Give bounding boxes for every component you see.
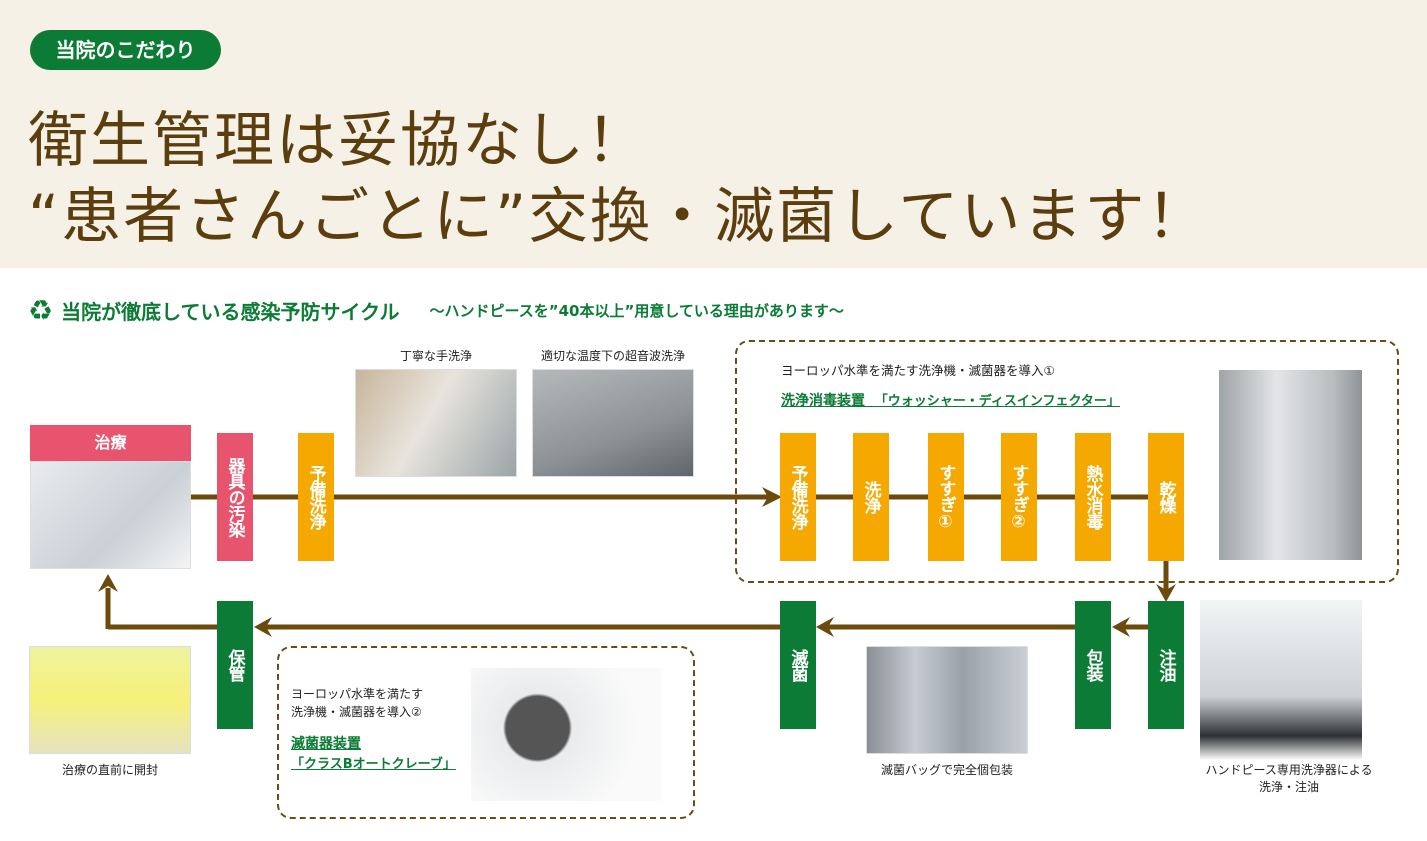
sterilizer-intro-line1: ヨーロッパ水準を満たす [291, 687, 424, 701]
page-title-line1: 衛生管理は妥協なし！ [28, 106, 648, 176]
step-oiling: 注油 [1148, 601, 1184, 729]
caption-open: 治療の直前に開封 [61, 763, 158, 777]
washer-title-text: 洗浄消毒装置 [781, 393, 865, 409]
washer-step-thermal: 熱水消毒 [1075, 433, 1111, 561]
section-heading: ♻ 当院が徹底している感染予防サイクル ～ハンドピースを”40本以上”用意してい… [28, 294, 844, 327]
recycle-icon: ♻ [28, 294, 54, 327]
step-sterilize: 滅菌 [780, 601, 816, 729]
sterilizer-intro-line2: 洗浄機・滅菌器を導入② [291, 705, 422, 719]
treatment-photo [30, 461, 191, 569]
washer-title: 洗浄消毒装置 「ウォッシャー・ディスインフェクター」 [781, 390, 1120, 410]
sterilization-bag-photo [866, 646, 1028, 754]
washer-step-dry: 乾燥 [1148, 433, 1184, 561]
washer-machine-photo [1219, 370, 1362, 560]
page-title-line2: “患者さんごとに”交換・滅菌しています！ [28, 182, 1209, 252]
caption-handpiece: ハンドピース専用洗浄器による洗浄・注油 [1180, 762, 1398, 796]
caption-hand-wash: 丁寧な手洗浄 [399, 349, 472, 363]
handpiece-cleaner-photo [1200, 600, 1362, 760]
step-packaging: 包装 [1075, 601, 1111, 729]
autoclave-photo [471, 668, 661, 801]
storage-tray-photo [29, 646, 191, 754]
washer-step-rinse1: すすぎ① [928, 433, 964, 561]
washer-step-wash: 洗浄 [853, 433, 889, 561]
ultrasonic-photo [532, 369, 694, 477]
washer-name: 「ウォッシャー・ディスインフェクター」 [874, 394, 1120, 409]
sterilizer-frame [277, 646, 695, 819]
sterilizer-title: 滅菌器装置 [291, 736, 361, 752]
washer-step-rinse2: すすぎ② [1001, 433, 1037, 561]
hand-wash-photo [355, 369, 517, 477]
badge: 当院のこだわり [30, 30, 221, 70]
caption-handpiece-line1: ハンドピース専用洗浄器による [1205, 763, 1373, 777]
step-prewash-manual: 予備洗浄 [298, 433, 334, 561]
header: 当院のこだわり 衛生管理は妥協なし！ “患者さんごとに”交換・滅菌しています！ [0, 0, 1427, 268]
step-storage: 保管 [217, 601, 253, 729]
caption-bag: 滅菌バッグで完全個包装 [880, 763, 1013, 777]
caption-ultrasonic: 適切な温度下の超音波洗浄 [540, 349, 685, 363]
caption-handpiece-line2: 洗浄・注油 [1258, 780, 1319, 794]
washer-intro: ヨーロッパ水準を満たす洗浄機・滅菌器を導入① [781, 363, 1055, 378]
step-contamination: 器具の汚染 [217, 433, 253, 561]
section-title: 当院が徹底している感染予防サイクル [61, 300, 400, 324]
washer-step-prewash: 予備洗浄 [780, 433, 816, 561]
section-subtitle: ～ハンドピースを”40本以上”用意している理由があります～ [429, 302, 844, 320]
sterilizer-name: 「クラスBオートクレーブ」 [291, 757, 456, 772]
treatment-label: 治療 [30, 425, 191, 461]
washer-frame [735, 340, 1399, 583]
